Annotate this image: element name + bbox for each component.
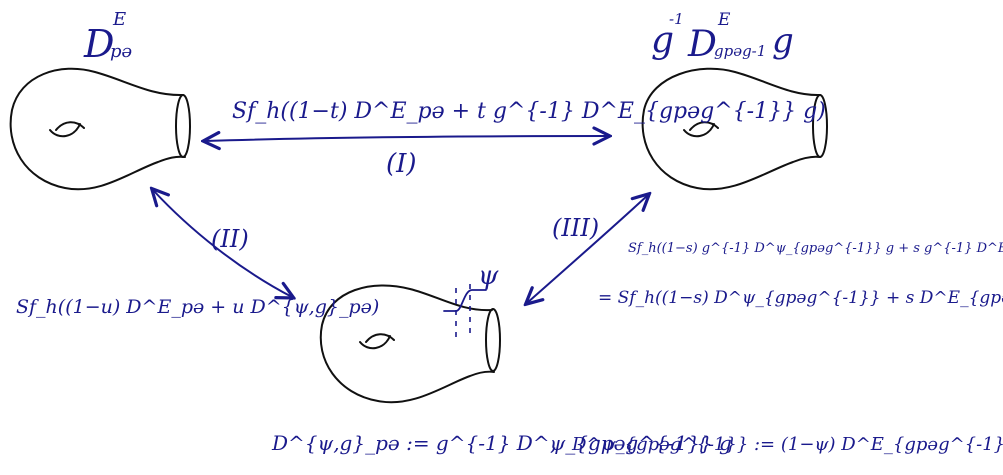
label-top-right-sup: E <box>717 10 731 30</box>
arrow-II <box>153 190 292 297</box>
arrow-III <box>527 195 648 303</box>
arrow-I-roman: (I) <box>386 149 417 179</box>
label-top-right-post: g <box>772 21 794 61</box>
arrow-I-expression: Sf_h((1−t) D^E_pə + t g^{-1} D^E_{gpəg^{… <box>232 99 826 124</box>
arrow-I <box>205 136 608 141</box>
arrow-II-roman: (II) <box>211 225 249 253</box>
label-top-right-pre-sup: -1 <box>669 10 684 28</box>
label-top-left-operator: D <box>83 22 114 66</box>
label-top-right-sub: gpəg-1 <box>714 42 766 60</box>
surface-bottom <box>319 284 501 404</box>
label-top-right-operator: D <box>687 24 717 65</box>
label-top-left-sup: E <box>112 9 126 30</box>
label-top-right-pre: g <box>651 20 674 61</box>
definition-second: D^ψ_{gpəg^{-1}} := (1−ψ) D^E_{gpəg^{-1}}… <box>571 434 1003 455</box>
arrow-III-expression-line2: = Sf_h((1−s) D^ψ_{gpəg^{-1}} + s D^E_{gp… <box>598 288 1003 308</box>
label-top-right: g -1 D E gpəg-1 g <box>651 10 794 65</box>
surface-top-right <box>641 67 828 191</box>
arrow-II-expression: Sf_h((1−u) D^E_pə + u D^{ψ,g}_pə) <box>16 296 379 318</box>
definition-first: D^{ψ,g}_pə := g^{-1} D^ψ_{gpəg^{-1}} g <box>271 431 732 455</box>
cutoff-profile <box>443 289 487 312</box>
definition-separator: , <box>550 431 557 456</box>
label-top-left-sub: pə <box>110 41 133 62</box>
arrow-III-roman: (III) <box>552 214 599 242</box>
arrow-III-expression-line1: Sf_h((1−s) g^{-1} D^ψ_{gpəg^{-1}} g + s … <box>628 241 1003 256</box>
label-top-left: D E pə <box>83 9 133 66</box>
surface-top-left <box>9 67 191 191</box>
cutoff-psi-label: ψ <box>478 261 499 291</box>
